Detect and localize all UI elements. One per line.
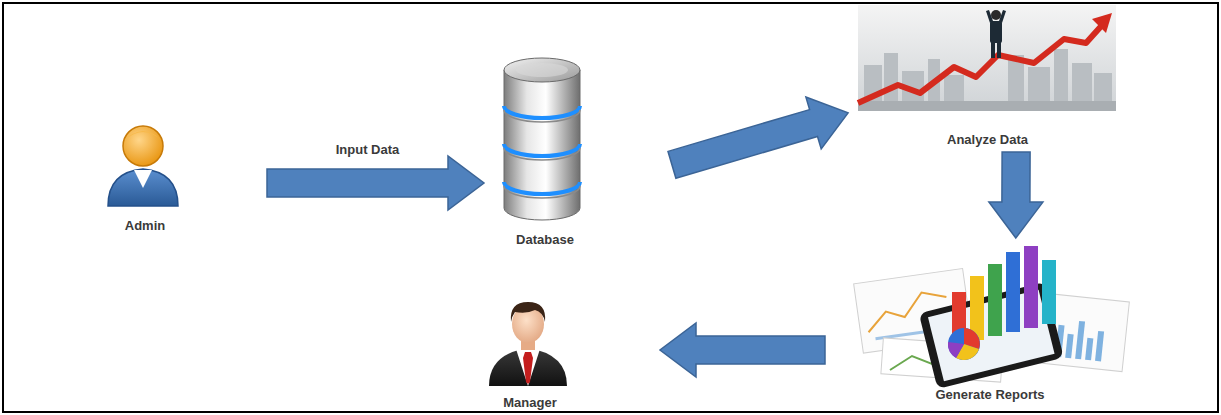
admin-icon [104, 122, 182, 208]
block-arrow [267, 156, 484, 210]
block-arrow [668, 97, 848, 178]
reports-node: Generate Reports [845, 240, 1135, 405]
edge-label: Input Data [334, 142, 402, 157]
node-label: Generate Reports [845, 387, 1135, 402]
admin-node: Admin [85, 118, 205, 236]
database-node: Database [490, 50, 600, 250]
node-label: Analyze Data [850, 132, 1125, 147]
analyze-illustration [858, 5, 1116, 111]
database-cylinder [500, 54, 584, 226]
reports-illustration [852, 246, 1132, 380]
analyze-node: Analyze Data [850, 5, 1125, 150]
node-label: Admin [85, 218, 205, 233]
node-label: Manager [475, 395, 585, 410]
node-label: Database [490, 232, 600, 247]
manager-icon [487, 298, 569, 386]
manager-node: Manager [475, 295, 585, 413]
block-arrow [660, 323, 825, 377]
block-arrow [989, 152, 1043, 238]
